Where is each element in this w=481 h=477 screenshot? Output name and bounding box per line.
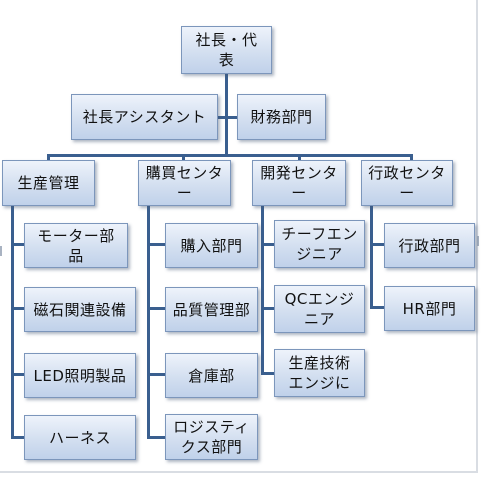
right-resize-handle [477,236,479,246]
node-development-child-1: チーフエンジニア [274,220,365,268]
node-dept-production: 生産管理 [2,160,95,206]
node-administration-child-1: 行政部門 [384,223,475,268]
node-dept-purchasing: 購買センター [138,160,231,206]
node-assistant: 社長アシスタント [71,94,218,140]
node-production-child-2: 磁石関連設備 [24,287,136,332]
node-root: 社長・代表 [181,26,272,74]
node-development-child-2: QCエンジニア [274,285,365,333]
node-development-child-3: 生産技術エンジに [274,349,365,397]
node-production-child-4: ハーネス [24,415,136,460]
node-dept-administration: 行政センター [361,160,453,206]
node-purchasing-child-3: 倉庫部 [165,353,258,398]
node-purchasing-child-4: ロジスティクス部門 [165,414,258,460]
node-production-child-3: LED照明製品 [24,353,136,398]
node-purchasing-child-1: 購入部門 [165,223,258,268]
node-production-child-1: モーター部品 [24,223,128,268]
node-finance: 財務部門 [237,94,326,140]
node-administration-child-2: HR部門 [384,286,475,331]
node-dept-development: 開発センター [252,160,346,206]
node-purchasing-child-2: 品質管理部 [165,287,258,332]
left-resize-handle [0,246,2,256]
